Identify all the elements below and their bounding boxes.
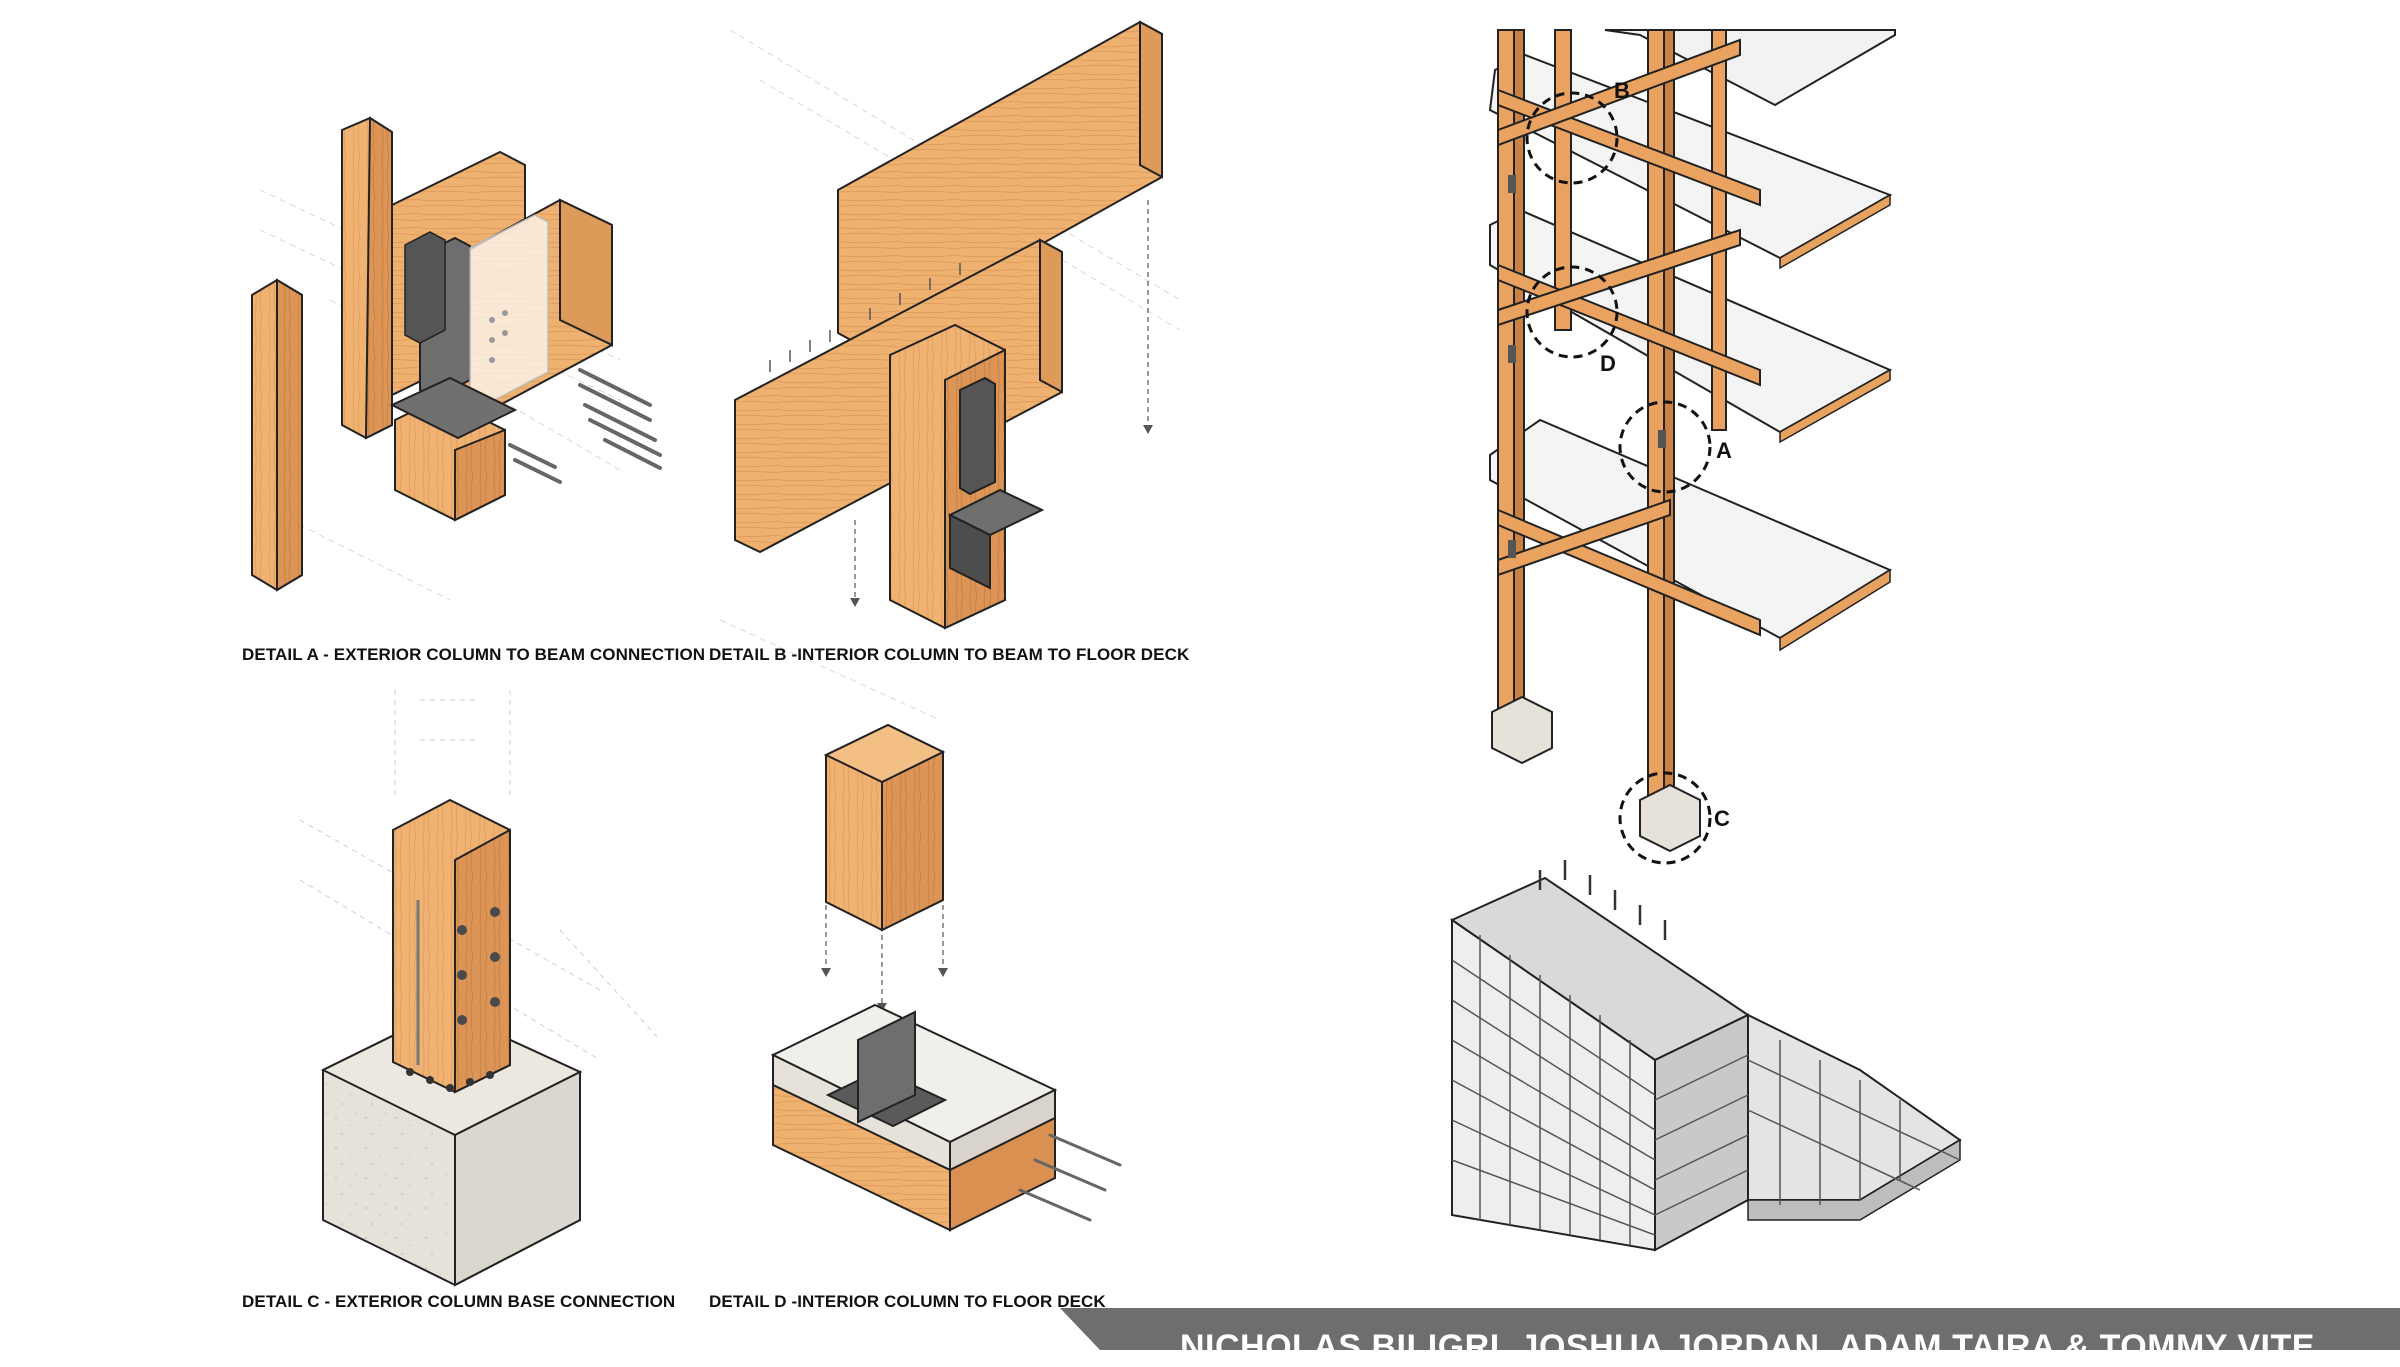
credits-text: NICHOLAS BILIGRI, JOSHUA JORDAN, ADAM TA…: [1180, 1328, 2315, 1366]
column-frame-perspective: B D A C: [1488, 29, 1896, 865]
building-axonometric: [1449, 860, 1962, 1252]
caption-detail-a: DETAIL A - EXTERIOR COLUMN TO BEAM CONNE…: [242, 645, 706, 664]
detail-b-illustration: [719, 20, 1181, 721]
caption-detail-b: DETAIL B -INTERIOR COLUMN TO BEAM TO FLO…: [709, 645, 1190, 664]
detail-c-illustration: [299, 690, 661, 1287]
caption-detail-c: DETAIL C - EXTERIOR COLUMN BASE CONNECTI…: [242, 1292, 676, 1311]
callout-a: A: [1716, 438, 1732, 463]
caption-detail-d: DETAIL D -INTERIOR COLUMN TO FLOOR DECK: [709, 1292, 1106, 1311]
callout-b: B: [1614, 78, 1630, 103]
credits-banner: [1060, 1308, 2400, 1350]
callout-d: D: [1600, 351, 1616, 376]
callout-c: C: [1714, 806, 1730, 831]
detail-a-illustration: [249, 116, 662, 601]
detail-d-illustration: [770, 723, 1122, 1232]
